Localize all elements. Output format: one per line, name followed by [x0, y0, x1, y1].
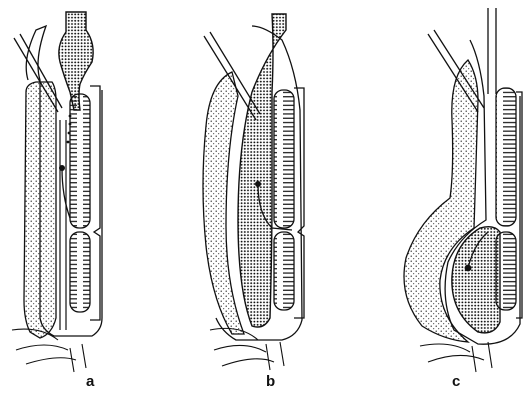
panel-c-side-pillar: [516, 92, 522, 318]
panel-a-lamellar-stack-upper: [70, 94, 90, 228]
panel-b-lamellar-stack-upper: [274, 90, 294, 228]
panel-b-label: b: [266, 373, 275, 390]
panel-a-side-pillar: [90, 86, 100, 320]
panel-a-fine-dotted-region: [24, 82, 56, 338]
panel-b-side-pillar: [294, 88, 304, 318]
panel-b-lamellar-stack-lower: [274, 232, 294, 310]
panel-b-nerve-ending: [255, 181, 261, 187]
panel-a-label: a: [86, 373, 95, 390]
panel-a: a: [12, 12, 102, 390]
panel-c-nerve-ending: [465, 265, 472, 272]
panel-c-lamellar-stack-upper: [496, 88, 516, 226]
panel-a-lamellar-stack-lower: [70, 232, 90, 312]
panel-a-nerve-ending: [59, 165, 65, 171]
panel-c-lamellar-stack-lower: [496, 232, 516, 310]
panel-c: c: [404, 8, 522, 390]
panel-b-basal-fringe: [210, 328, 284, 370]
panel-c-label: c: [452, 373, 460, 390]
panel-b: b: [203, 14, 304, 390]
panel-c-basal-fringe: [420, 342, 492, 372]
panel-c-dense-bulb: [452, 227, 500, 333]
